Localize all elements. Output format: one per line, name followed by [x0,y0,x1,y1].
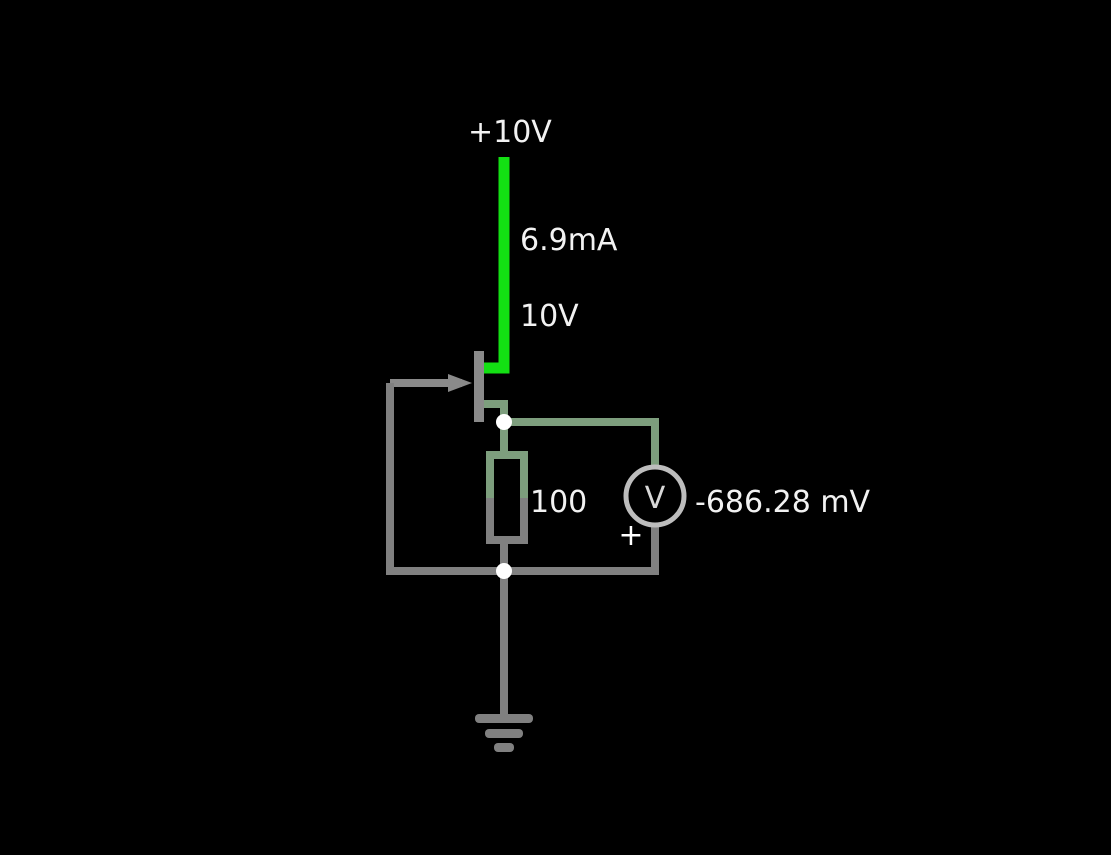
branch-current-label: 6.9mA [520,223,618,258]
voltmeter-polarity-marker: + [618,518,643,553]
n-channel-fet[interactable] [390,351,508,422]
voltmeter-v1[interactable]: V + -686.28 mV [504,418,871,575]
ground-bar-3 [494,743,514,752]
ground-junction-node[interactable] [496,563,512,579]
source-junction-node[interactable] [496,414,512,430]
resistor-body-upper [486,451,528,500]
voltmeter-top-wire[interactable] [504,418,659,465]
supply-rail-wire-group[interactable] [483,157,510,374]
ground-symbol[interactable] [475,571,533,752]
resistor-r1[interactable]: 100 [486,422,587,571]
resistor-value-label: 100 [530,485,587,520]
voltmeter-bottom-wire[interactable] [504,527,659,575]
voltmeter-reading-label: -686.28 mV [695,485,871,520]
voltmeter-v-glyph: V [645,481,666,516]
ground-bar-1 [475,714,533,723]
supply-rail-label: +10V [468,115,552,150]
gate-feedback-wire[interactable] [386,383,504,575]
voltmeter-circle[interactable] [623,464,687,528]
fet-channel-bar [474,351,484,422]
ground-bar-2 [485,729,523,738]
branch-voltage-label: 10V [520,299,579,334]
resistor-body-lower [486,498,528,544]
fet-gate-arrow-icon [448,374,472,392]
supply-rail-wire[interactable] [483,157,510,374]
